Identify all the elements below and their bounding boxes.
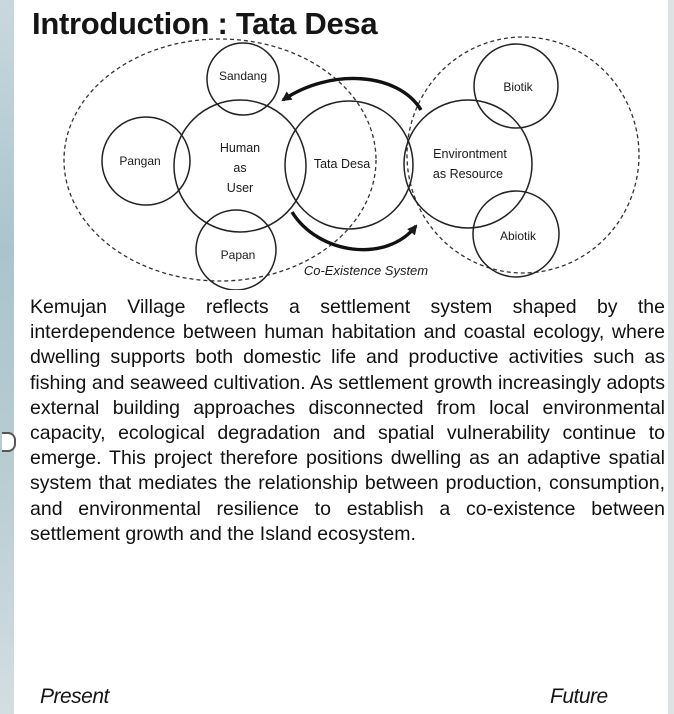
environment-label-line1: Environtment [433,147,507,161]
intro-paragraph: Kemujan Village reflects a settlement sy… [30,296,665,545]
biotik-label: Biotik [503,80,533,94]
co-existence-diagram: Sandang Pangan Human as User Papan Tata … [63,36,640,290]
arrow-human-to-environment [290,211,418,252]
sandang-label: Sandang [219,69,267,83]
tata-desa-circle [284,100,414,230]
human-system-boundary [63,38,377,282]
page-title: Introduction : Tata Desa [32,6,378,41]
human-label-line1: Human [220,141,260,155]
pangan-label: Pangan [119,154,160,168]
human-label-line3: User [227,181,253,195]
environment-system-boundary [406,36,640,274]
diagram-caption: Co-Existence System [304,263,428,278]
sandang-circle [206,42,280,116]
biotik-circle [473,43,559,129]
present-label: Present [40,685,109,708]
pangan-circle [101,116,191,206]
human-label-line2: as [233,161,246,175]
left-image-strip [0,0,16,714]
human-circle [173,99,307,233]
future-label: Future [550,685,608,708]
tata-desa-label: Tata Desa [314,157,370,171]
papan-circle [195,209,277,290]
abiotik-circle [472,190,560,278]
arrow-environment-to-human [281,76,423,111]
environment-label-line2: as Resource [433,167,503,181]
right-edge-strip [668,0,674,714]
edge-tab-icon [2,432,16,452]
papan-label: Papan [221,248,256,262]
abiotik-label: Abiotik [500,229,537,243]
environment-circle [403,99,533,229]
